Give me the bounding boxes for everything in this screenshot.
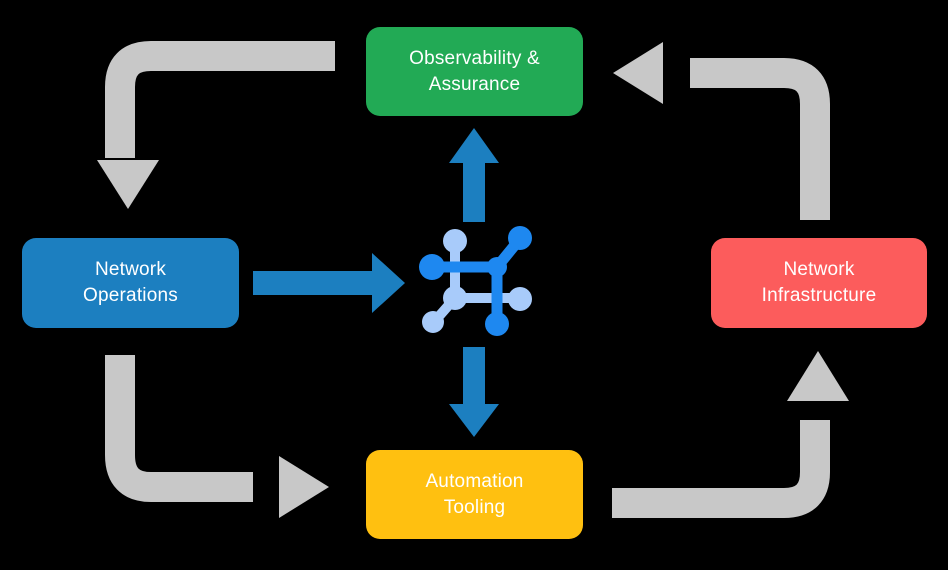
gray-arrow-operations-to-automation <box>105 355 329 518</box>
node-network-infrastructure[interactable]: Network Infrastructure <box>711 238 927 328</box>
blue-arrow-core-to-automation <box>449 347 499 437</box>
blue-arrow-operations-to-core <box>253 253 405 313</box>
blue-arrow-core-to-observability <box>449 128 499 222</box>
node-automation-tooling[interactable]: Automation Tooling <box>366 450 583 539</box>
node-network-operations[interactable]: Network Operations <box>22 238 239 328</box>
node-automation-tooling-label: Automation Tooling <box>425 470 524 518</box>
network-topology-icon <box>419 226 532 336</box>
node-network-infrastructure-label: Network Infrastructure <box>761 259 877 306</box>
gray-arrow-observability-to-operations <box>97 41 335 209</box>
gray-arrow-infrastructure-to-observability <box>613 42 830 220</box>
node-observability-assurance[interactable]: Observability & Assurance <box>366 27 583 116</box>
gray-arrow-automation-to-infrastructure <box>612 351 849 518</box>
node-network-operations-label: Network Operations <box>83 259 178 306</box>
node-observability-label: Observability & Assurance <box>409 47 540 95</box>
